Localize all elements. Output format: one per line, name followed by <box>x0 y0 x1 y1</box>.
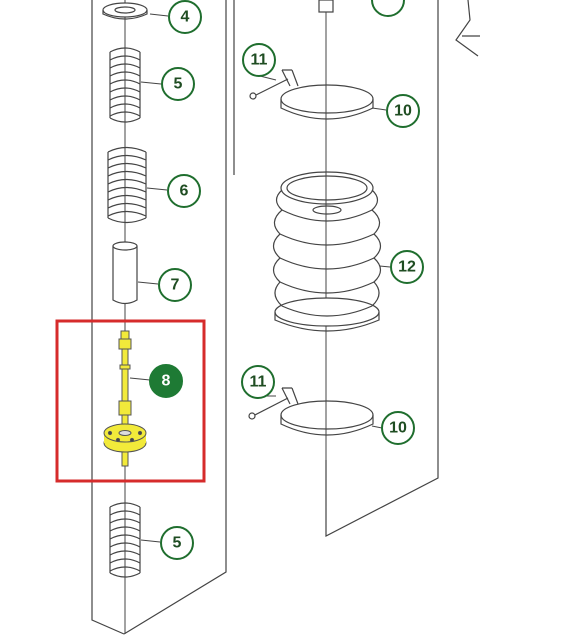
callout-circle <box>168 0 202 34</box>
callout-circle <box>381 411 415 445</box>
callout-label: 10 <box>389 420 407 437</box>
leader-lines <box>129 13 391 543</box>
spring-icon <box>107 146 147 224</box>
callout-circle <box>386 94 420 128</box>
leader-10-lower <box>371 425 383 429</box>
right-panel-frame <box>233 0 439 537</box>
selection-highlight-box <box>55 319 206 483</box>
callout-8[interactable]: 8 <box>149 364 183 398</box>
callout-10-lower[interactable]: 10 <box>381 411 415 445</box>
callout-circle <box>160 526 194 560</box>
leader-5-upper <box>140 81 162 85</box>
clamp-ring-icon <box>280 69 374 120</box>
callout-circle <box>241 365 275 399</box>
callout-circle <box>161 67 195 101</box>
callout-11-upper[interactable]: 11 <box>242 43 276 77</box>
leader-12 <box>379 265 391 268</box>
shaft-stub <box>318 0 334 13</box>
bellows-icon <box>272 171 382 332</box>
callout-label: 5 <box>173 535 182 552</box>
panel-frames <box>91 0 480 635</box>
screw-icon <box>249 78 289 100</box>
sleeve-icon <box>112 241 138 305</box>
partial-callout-top <box>371 0 405 17</box>
callout-label: 11 <box>250 374 267 391</box>
callouts: 4 5 6 7 8 5 11 10 <box>149 0 424 560</box>
washer-part-4 <box>102 2 148 20</box>
callout-label: 4 <box>181 9 190 26</box>
spring-icon <box>109 47 141 123</box>
callout-label: 10 <box>394 103 412 120</box>
leader-10-upper <box>371 107 387 111</box>
callout-circle <box>158 268 192 302</box>
callout-12[interactable]: 12 <box>390 250 424 284</box>
leader-6 <box>146 187 168 191</box>
callout-label: 12 <box>398 259 416 276</box>
callout-label: 6 <box>180 183 189 200</box>
leader-7 <box>137 281 159 285</box>
callout-label: 5 <box>174 76 183 93</box>
callout-6[interactable]: 6 <box>167 174 201 208</box>
callout-10-upper[interactable]: 10 <box>386 94 420 128</box>
valve-stem-icon <box>103 330 147 467</box>
leader-5-lower <box>140 539 161 543</box>
callout-label: 7 <box>171 277 180 294</box>
callout-label: 8 <box>162 373 171 390</box>
spring-icon <box>109 502 141 578</box>
callout-circle <box>242 43 276 77</box>
screw-icon <box>248 397 289 420</box>
callout-circle <box>390 250 424 284</box>
callout-4-top[interactable]: 4 <box>168 0 202 34</box>
callout-label: 11 <box>251 52 268 69</box>
corner-fragment <box>455 0 480 57</box>
left-panel-frame <box>91 0 227 635</box>
leader-4 <box>149 13 169 17</box>
callout-5-upper[interactable]: 5 <box>161 67 195 101</box>
clamp-ring-icon <box>280 387 374 436</box>
axes <box>124 0 327 634</box>
leader-11-upper <box>259 75 277 81</box>
callout-circle <box>149 364 183 398</box>
callout-circle <box>167 174 201 208</box>
callout-7[interactable]: 7 <box>158 268 192 302</box>
callout-5-lower[interactable]: 5 <box>160 526 194 560</box>
leader-8 <box>129 377 151 381</box>
callout-11-lower[interactable]: 11 <box>241 365 275 399</box>
